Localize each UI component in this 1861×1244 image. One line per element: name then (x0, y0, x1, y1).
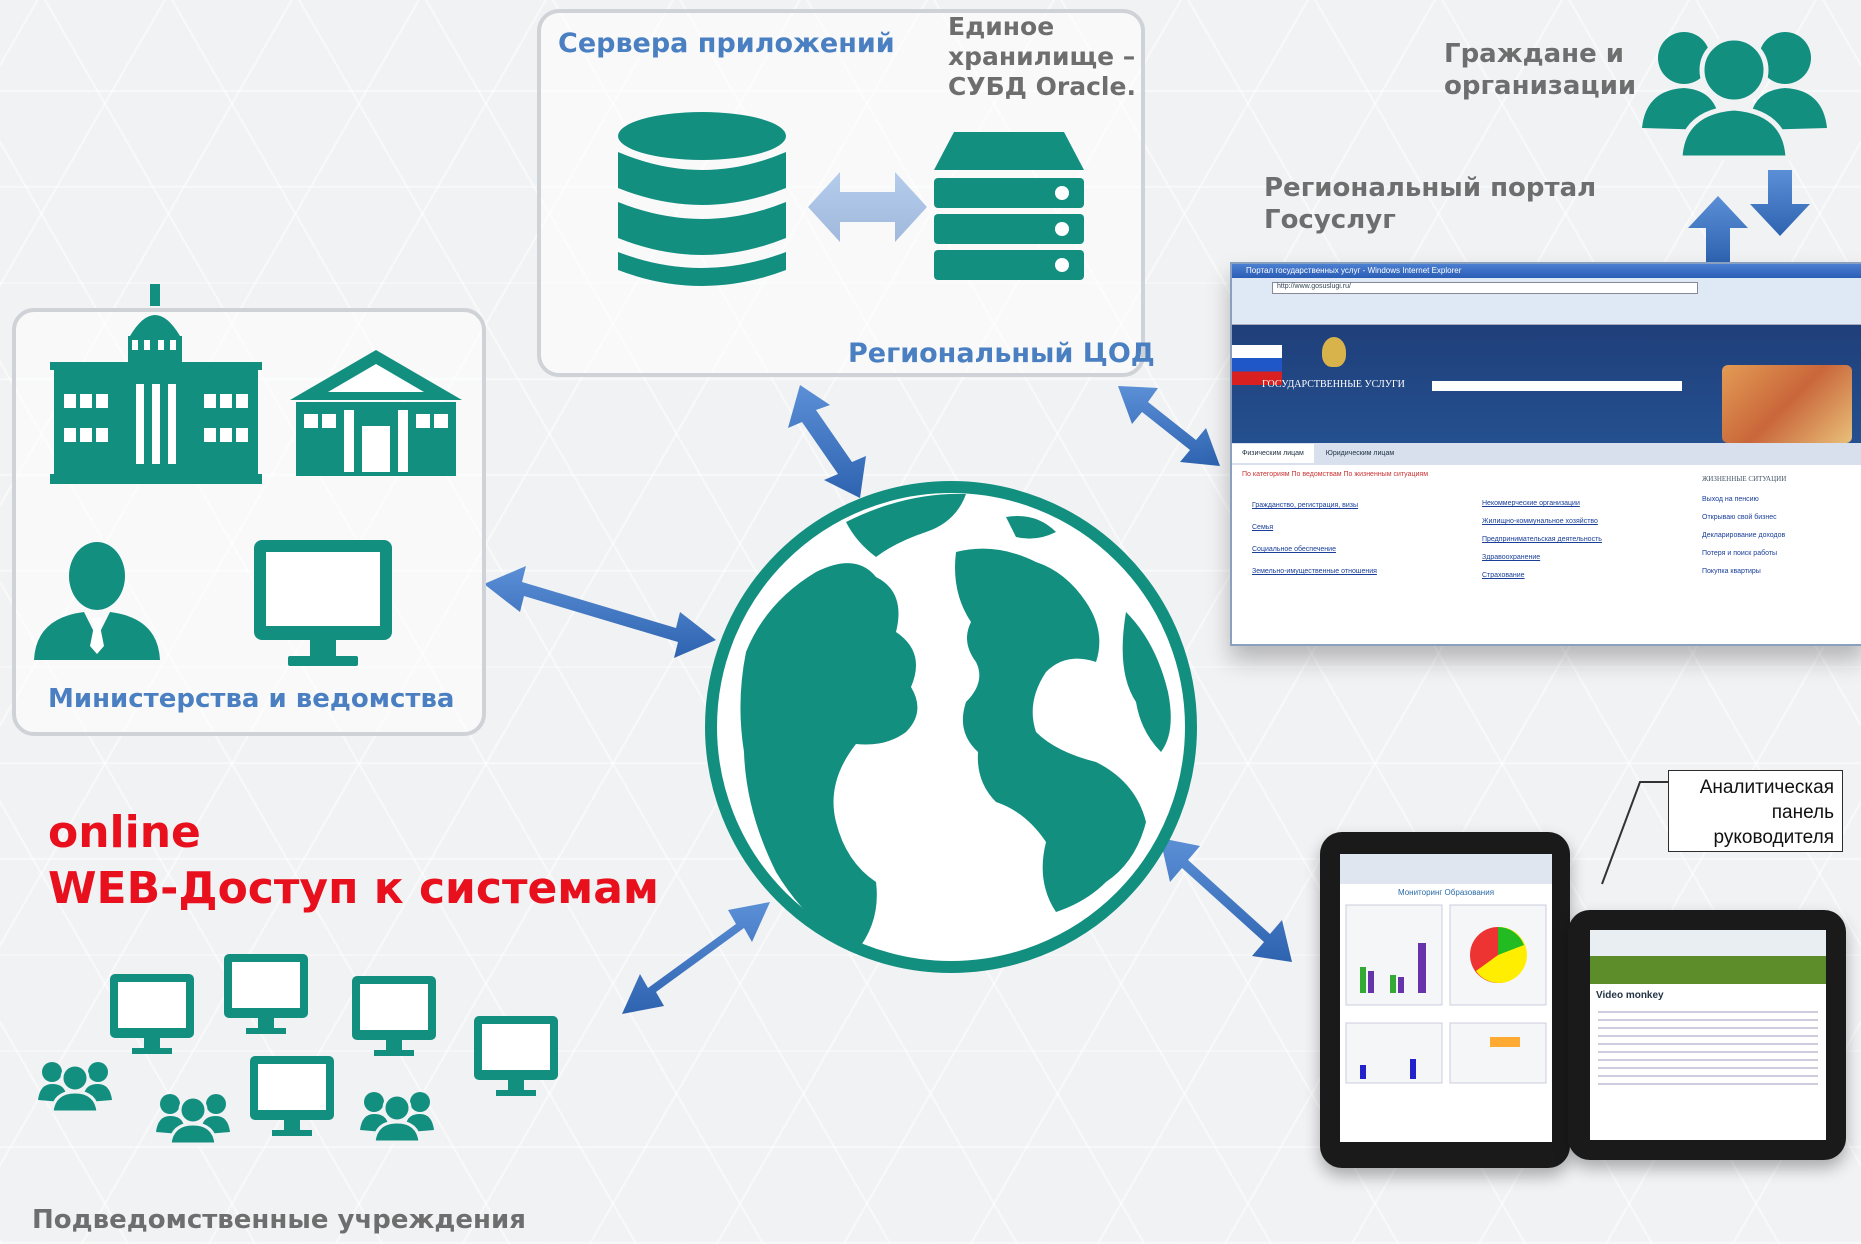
arrow-subordinate-globe (622, 902, 770, 1014)
dashboard-charts (1345, 904, 1547, 1084)
category-link[interactable]: Гражданство, регистрация, визы (1252, 502, 1359, 509)
subordinate-network-icons (36, 954, 558, 1146)
browser-title: Портал государственных услуг - Windows I… (1232, 264, 1861, 278)
portal-header: ГОСУДАРСТВЕННЫЕ УСЛУГИ (1232, 325, 1861, 443)
database-icon (618, 112, 786, 286)
emblem-icon (1322, 337, 1346, 367)
portal-browser-window: Портал государственных услуг - Windows I… (1230, 262, 1861, 646)
monitor-icon (254, 540, 392, 666)
storage-label: Единое хранилище – СУБД Oracle. (948, 12, 1136, 101)
arrow-tablets-globe (1160, 838, 1292, 962)
category-link[interactable]: Здравоохранение (1482, 554, 1541, 561)
web-access-label: WEB-Доступ к системам (48, 863, 659, 914)
arrow-up-citizens (1688, 196, 1748, 262)
category-link[interactable]: Земельно-имущественные отношения (1252, 568, 1377, 575)
flag-icon (1232, 345, 1282, 385)
portal-brand: ГОСУДАРСТВЕННЫЕ УСЛУГИ (1262, 379, 1405, 390)
app-servers-label: Сервера приложений (558, 28, 895, 59)
category-link[interactable]: Некоммерческие организации (1482, 500, 1580, 507)
tablet-dashboard: Мониторинг Образования (1320, 832, 1570, 1168)
portal-categories-col2: Некоммерческие организации Жилищно-комму… (1482, 495, 1682, 585)
category-link[interactable]: Предпринимательская деятельность (1482, 536, 1602, 543)
arrow-down-citizens (1750, 170, 1810, 236)
government-building-icon (50, 284, 262, 484)
portal-filters[interactable]: По категориям По ведомствам По жизненным… (1242, 471, 1429, 478)
arrow-portal-globe (1118, 386, 1220, 466)
portal-body: По категориям По ведомствам По жизненным… (1232, 465, 1861, 579)
side-title: ЖИЗНЕННЫЕ СИТУАЦИИ (1702, 475, 1787, 483)
subordinate-label: Подведомственные учреждения (32, 1205, 526, 1235)
side-link[interactable]: Открываю свой бизнес (1702, 514, 1777, 521)
category-link[interactable]: Жилищно-коммунальное хозяйство (1482, 518, 1598, 525)
tab-legal[interactable]: Юридическим лицам (1325, 450, 1395, 457)
callout-pointer (1601, 781, 1668, 885)
citizens-label: Граждане и организации (1444, 39, 1637, 101)
dashboard-heading: Мониторинг Образования (1397, 888, 1495, 897)
category-link[interactable]: Социальное обеспечение (1252, 546, 1336, 553)
portal-side-panel: ЖИЗНЕННЫЕ СИТУАЦИИ Выход на пенсию Откры… (1702, 475, 1842, 581)
side-link[interactable]: Выход на пенсию (1702, 496, 1759, 503)
side-link[interactable]: Декларирование доходов (1702, 532, 1786, 539)
website-heading: Video monkey (1596, 990, 1664, 1001)
portal-search-input[interactable] (1432, 381, 1682, 391)
official-person-icon (34, 542, 160, 660)
category-link[interactable]: Семья (1252, 524, 1274, 531)
tab-individuals[interactable]: Физическим лицам (1232, 444, 1314, 463)
portal-tabs: Физическим лицам Юридическим лицам (1232, 443, 1861, 465)
server-storage-icon (934, 132, 1084, 280)
dashboard-callout: Аналитическая панель руководителя (1668, 770, 1843, 852)
ministries-label: Министерства и ведомства (48, 684, 455, 714)
browser-toolbar: http://www.gosuslugi.ru/ (1232, 278, 1861, 325)
tablet-screen-2: Video monkey (1590, 930, 1826, 1140)
portal-categories-col1: Гражданство, регистрация, визы Семья Соц… (1252, 495, 1462, 583)
datacenter-label: Региональный ЦОД (848, 338, 1155, 369)
portal-label: Региональный портал Госуслуг (1264, 173, 1597, 235)
tablet-website: Video monkey (1568, 910, 1846, 1160)
family-photo (1722, 365, 1852, 443)
globe-icon (705, 481, 1197, 973)
arrow-datacenter-globe (788, 385, 866, 498)
arrow-ministries-globe (484, 566, 716, 658)
side-link[interactable]: Потеря и поиск работы (1702, 550, 1778, 557)
institution-building-icon (290, 350, 462, 476)
tablet-screen: Мониторинг Образования (1340, 854, 1552, 1142)
browser-url[interactable]: http://www.gosuslugi.ru/ (1272, 282, 1698, 294)
users-group-icon (1642, 32, 1827, 161)
online-label: online (48, 807, 201, 858)
category-link[interactable]: Страхование (1482, 572, 1525, 579)
side-link[interactable]: Покупка квартиры (1702, 568, 1761, 575)
